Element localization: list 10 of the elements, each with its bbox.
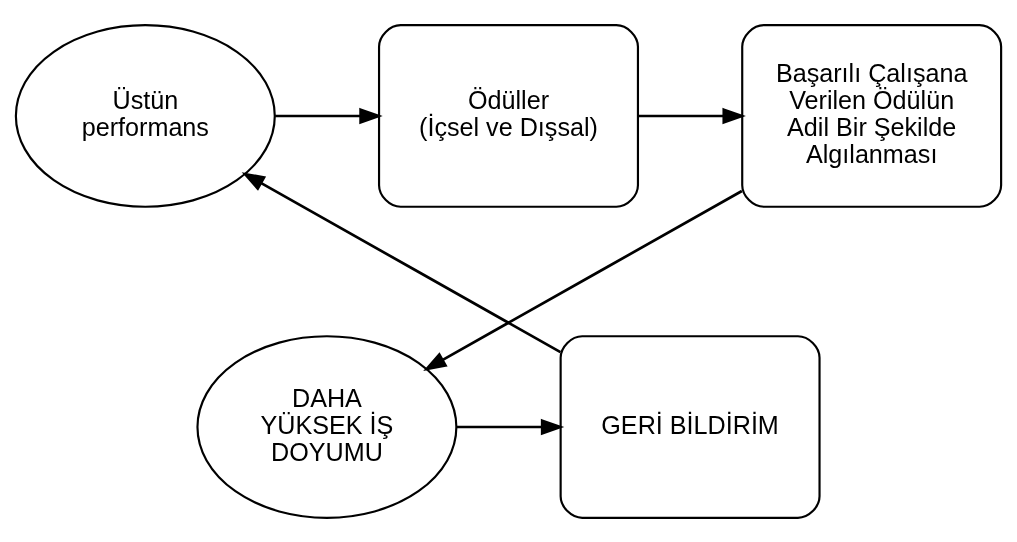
- node-ellipse: Üstün performans: [14, 23, 276, 208]
- arrow: [638, 107, 746, 124]
- arrow: [275, 107, 383, 124]
- arrow: [241, 171, 562, 353]
- node-box: GERİ BİLDİRİM: [559, 334, 821, 519]
- arrow: [456, 418, 565, 435]
- node-box: Ödüller (İçsel ve Dışsal): [377, 23, 640, 208]
- node-box: Başarılı Çalışana Verilen Ödülün Adil Bir Şekilde Algılanması: [741, 23, 1003, 208]
- node-ellipse: DAHA YÜKSEK İŞ DOYUMU: [196, 334, 458, 519]
- arrow: [423, 189, 743, 371]
